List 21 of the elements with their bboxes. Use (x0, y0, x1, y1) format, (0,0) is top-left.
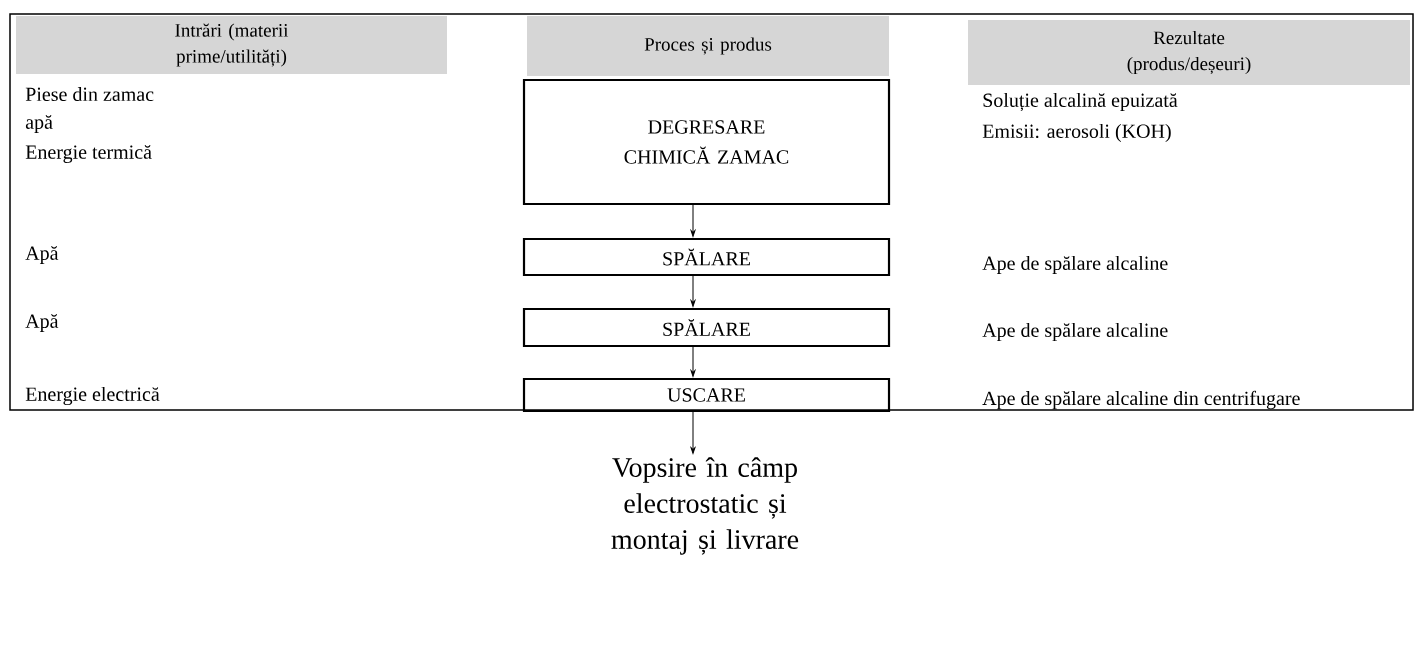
arrow (690, 204, 696, 237)
process-box: USCARE (522, 377, 891, 413)
arrow (690, 275, 696, 307)
arrow (690, 346, 696, 377)
process-box: SPĂLARE (522, 307, 891, 348)
column-text: apă (25, 115, 53, 133)
process-box: DEGRESARE CHIMICĂ ZAMAC (522, 78, 891, 206)
column-text: Ape de spălare alcaline (982, 255, 1168, 275)
header-band: Proces și produs (527, 16, 889, 76)
column-text: Emisii: aerosoli (KOH) (982, 123, 1171, 143)
column-text: Apă (25, 246, 59, 264)
column-text: Energie termică (25, 145, 152, 163)
column-text: Apă (25, 314, 59, 332)
column-text: Energie electrică (25, 386, 160, 406)
column-text: Ape de spălare alcaline din centrifugare (982, 390, 1300, 410)
header-band: Intrări (materii prime/utilități) (16, 16, 447, 74)
process-box: SPĂLARE (522, 237, 891, 277)
header-band: Rezultate (produs/deșeuri) (968, 20, 1410, 85)
arrow (690, 411, 696, 454)
output-text: Vopsire în câmp electrostatic și montaj și livrare (611, 457, 799, 555)
column-text: Ape de spălare alcaline (982, 322, 1168, 342)
